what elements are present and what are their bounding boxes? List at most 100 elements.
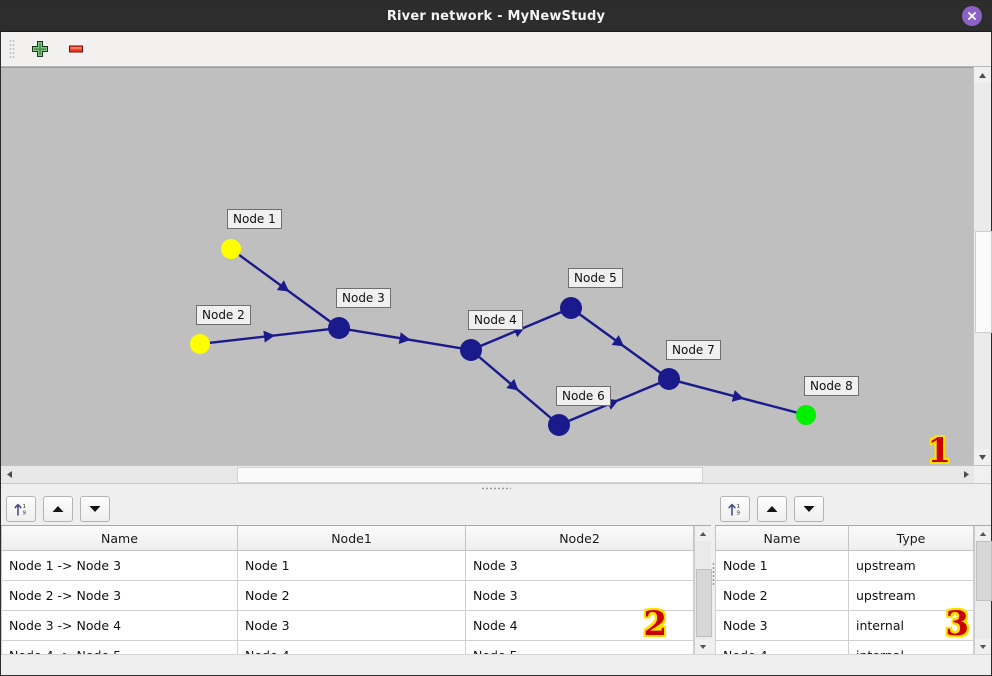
table-cell[interactable]: Node 2 [715, 580, 849, 611]
scroll-up-icon[interactable] [975, 526, 991, 541]
status-bar [1, 654, 991, 675]
scroll-up-icon[interactable] [695, 526, 711, 541]
graph-edge-arrow [398, 332, 411, 345]
scroll-down-icon[interactable] [695, 639, 711, 654]
svg-text:1: 1 [737, 504, 741, 510]
graph-horizontal-scrollbar[interactable] [1, 465, 991, 484]
table-cell[interactable]: Node 3 -> Node 4 [1, 610, 238, 641]
toolbar-grip[interactable] [9, 39, 15, 59]
nodes-scroll-thumb[interactable] [976, 541, 992, 601]
graph-node[interactable] [796, 405, 816, 425]
column-header[interactable]: Type [848, 526, 974, 551]
table-cell[interactable]: Node 1 [715, 550, 849, 581]
horizontal-splitter[interactable] [1, 484, 991, 493]
remove-minus-icon[interactable] [65, 38, 87, 60]
table-cell[interactable]: Node 2 -> Node 3 [1, 580, 238, 611]
table-cell[interactable]: Node 3 [715, 610, 849, 641]
column-header[interactable]: Name [715, 526, 849, 551]
graph-node[interactable] [328, 317, 350, 339]
graph-edge-arrow [611, 335, 625, 347]
graph-hscroll-track[interactable] [17, 466, 958, 483]
graph-node-label[interactable]: Node 5 [568, 268, 623, 288]
graph-vscroll-track[interactable] [974, 83, 992, 449]
scroll-right-icon[interactable] [958, 466, 974, 483]
graph-canvas[interactable]: Node 1 Node 2 Node 3 Node 4 Node 5 Node 6 Node… [1, 67, 973, 465]
table-cell[interactable]: Node 1 [237, 550, 466, 581]
graph-node-label[interactable]: Node 6 [556, 386, 611, 406]
scroll-down-icon[interactable] [974, 449, 991, 465]
table-cell[interactable]: Node 4 [715, 640, 849, 654]
table-cell[interactable]: upstream [848, 580, 974, 611]
arrow-down-icon[interactable] [794, 496, 824, 522]
links-table-scrollbar[interactable] [694, 526, 712, 654]
scroll-up-icon[interactable] [974, 67, 991, 83]
nodes-table-scrollbar[interactable] [974, 526, 992, 654]
table-cell[interactable]: Node 3 [237, 610, 466, 641]
column-header[interactable]: Node1 [237, 526, 466, 551]
graph-node[interactable] [548, 414, 570, 436]
links-scroll-thumb[interactable] [696, 569, 712, 637]
sort-ascending-icon[interactable]: 1 9 [6, 496, 36, 522]
table-cell[interactable]: Node 4 -> Node 5 [1, 640, 238, 654]
arrow-down-icon[interactable] [80, 496, 110, 522]
graph-hscroll-thumb[interactable] [237, 467, 703, 483]
graph-node[interactable] [460, 339, 482, 361]
arrow-up-icon[interactable] [757, 496, 787, 522]
table-cell[interactable]: internal [848, 640, 974, 654]
add-plus-icon[interactable] [29, 38, 51, 60]
sort-ascending-icon[interactable]: 1 9 [720, 496, 750, 522]
graph-node-label[interactable]: Node 3 [336, 288, 391, 308]
column-header[interactable]: Node2 [465, 526, 694, 551]
links-scroll-track[interactable] [695, 541, 712, 639]
table-cell[interactable]: internal [848, 610, 974, 641]
table-cell[interactable]: Node 5 [465, 640, 694, 654]
splitter-grip [481, 487, 511, 490]
close-icon[interactable] [962, 6, 982, 26]
graph-vscroll-thumb[interactable] [975, 231, 992, 333]
scroll-left-icon[interactable] [1, 466, 17, 483]
svg-text:1: 1 [23, 504, 27, 510]
table-cell[interactable]: Node 1 -> Node 3 [1, 550, 238, 581]
graph-node[interactable] [658, 368, 680, 390]
graph-node-label[interactable]: Node 2 [196, 305, 251, 325]
graph-node-label[interactable]: Node 7 [666, 340, 721, 360]
column-header[interactable]: Name [1, 526, 238, 551]
graph-node[interactable] [560, 297, 582, 319]
table-cell[interactable]: Node 2 [237, 580, 466, 611]
graph-vertical-scrollbar[interactable] [973, 67, 992, 465]
table-cell[interactable]: Node 4 [465, 610, 694, 641]
table-row[interactable]: Node 4internal [715, 640, 974, 654]
scroll-down-icon[interactable] [975, 639, 991, 654]
arrow-up-icon[interactable] [43, 496, 73, 522]
table-cell[interactable]: Node 3 [465, 550, 694, 581]
graph-node-label[interactable]: Node 4 [468, 310, 523, 330]
graph-node-label[interactable]: Node 1 [227, 209, 282, 229]
nodes-toolbar: 1 9 [715, 493, 991, 525]
links-toolbar: 1 9 [1, 493, 711, 525]
graph-node[interactable] [190, 334, 210, 354]
nodes-scroll-track[interactable] [975, 541, 992, 639]
table-cell[interactable]: Node 4 [237, 640, 466, 654]
table-cell[interactable]: upstream [848, 550, 974, 581]
table-cell[interactable]: Node 3 [465, 580, 694, 611]
vertical-splitter[interactable] [711, 493, 715, 654]
graph-edge-arrow [276, 280, 290, 292]
graph-edge-arrow [263, 330, 276, 343]
graph-node-label[interactable]: Node 8 [804, 376, 859, 396]
graph-node[interactable] [221, 239, 241, 259]
